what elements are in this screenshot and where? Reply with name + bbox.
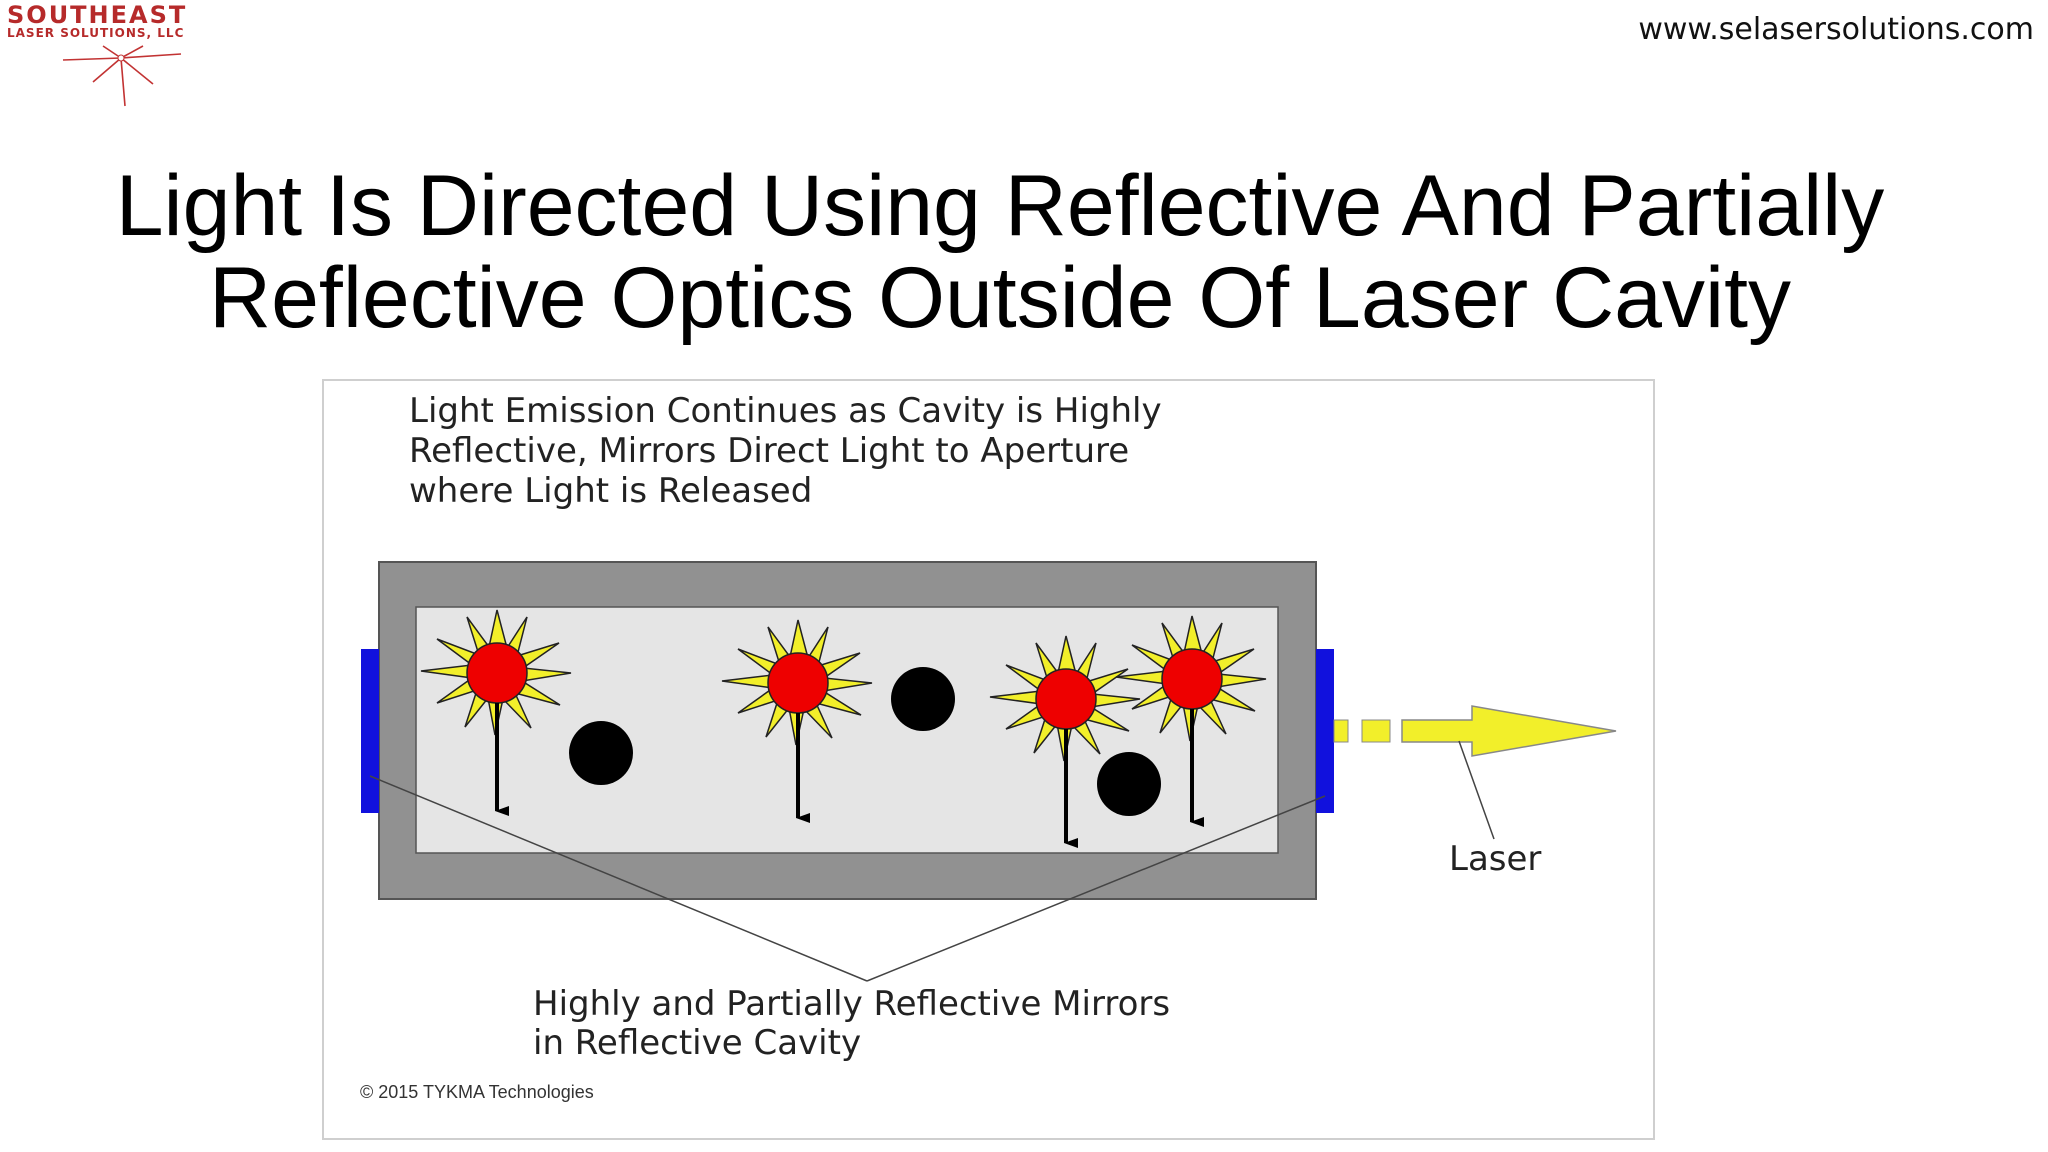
laser-cavity-figure: Light Emission Continues as Cavity is Hi… bbox=[322, 379, 1655, 1140]
beam-dash-2 bbox=[1361, 719, 1391, 743]
logo-subtitle: LASER SOLUTIONS, LLC bbox=[7, 26, 185, 40]
website-url: www.selasersolutions.com bbox=[1638, 12, 2034, 47]
partially-reflective-mirror bbox=[1316, 649, 1334, 813]
laser-beam-arrow bbox=[1401, 705, 1617, 757]
excited-atom-3 bbox=[1035, 668, 1097, 730]
beam-dash-1 bbox=[1333, 719, 1349, 743]
copyright-notice: © 2015 TYKMA Technologies bbox=[360, 1082, 594, 1102]
highly-reflective-mirror bbox=[361, 649, 379, 813]
caption-bottom-line-1: Highly and Partially Reflective Mirrors bbox=[533, 984, 1171, 1024]
mirror-leader-line-left bbox=[369, 775, 868, 982]
caption-top-line-1: Light Emission Continues as Cavity is Hi… bbox=[409, 391, 1162, 431]
logo-starburst-icon bbox=[62, 45, 182, 107]
ground-state-atom-2 bbox=[891, 667, 955, 731]
excited-atom-2 bbox=[767, 652, 829, 714]
diagram-caption-top: Light Emission Continues as Cavity is Hi… bbox=[409, 391, 1162, 511]
ground-state-atom-3 bbox=[1097, 752, 1161, 816]
laser-cavity-diagram bbox=[361, 561, 1617, 982]
mirror-leader-line-right bbox=[866, 795, 1326, 982]
laser-leader-line bbox=[1458, 740, 1495, 840]
company-logo: SOUTHEAST LASER SOLUTIONS, LLC bbox=[3, 2, 243, 112]
logo-wordmark: SOUTHEAST bbox=[7, 1, 188, 29]
diagram-caption-bottom: Highly and Partially Reflective Mirrors … bbox=[533, 985, 1170, 1063]
caption-top-line-3: where Light is Released bbox=[409, 471, 813, 511]
slide-title-line-2: Reflective Optics Outside Of Laser Cavit… bbox=[208, 250, 1791, 346]
laser-label: Laser bbox=[1449, 839, 1542, 879]
cavity-interior bbox=[415, 606, 1279, 854]
caption-top-line-2: Reflective, Mirrors Direct Light to Aper… bbox=[409, 431, 1130, 471]
slide-title-line-1: Light Is Directed Using Reflective And P… bbox=[115, 158, 1885, 254]
ground-state-atom-1 bbox=[569, 721, 633, 785]
caption-bottom-line-2: in Reflective Cavity bbox=[533, 1023, 862, 1063]
excited-atom-1 bbox=[466, 642, 528, 704]
excited-atom-4 bbox=[1161, 648, 1223, 710]
slide-title: Light Is Directed Using Reflective And P… bbox=[0, 160, 2000, 344]
